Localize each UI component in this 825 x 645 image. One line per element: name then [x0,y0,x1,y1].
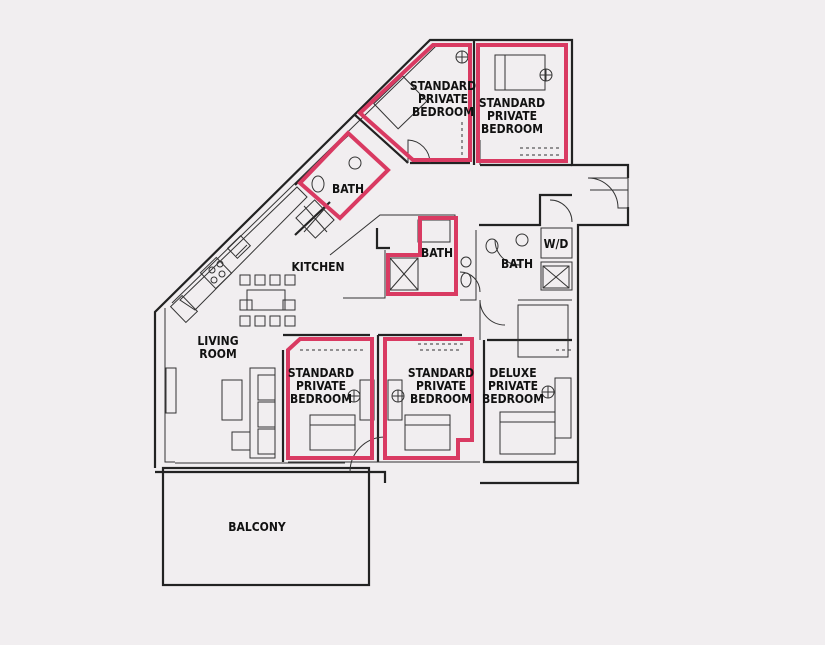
bedroom-top-left-label-2: PRIVATE [418,92,468,106]
toilet-icon [485,238,499,254]
bed-icon [499,411,556,455]
coffee-table [221,379,243,421]
bedroom-bottom-center-label-2: PRIVATE [416,379,466,393]
bath-right-label: BATH [501,257,533,271]
kitchen-label: KITCHEN [291,260,344,274]
highlight-outlines [286,43,568,460]
highlight-bath-upper [297,130,391,221]
door-swing-icon [587,177,629,209]
desk-chair-icon [347,389,361,403]
outer-walls [153,38,630,485]
sink-icon [226,235,252,259]
bed-icon [309,414,356,451]
highlight-bath-center [386,216,458,296]
doors [349,139,629,473]
bed-icon [404,414,451,451]
bedroom-bottom-left-label-2: PRIVATE [296,379,346,393]
stove-icon [199,256,233,290]
living-room-label-2: ROOM [199,347,236,361]
bath-center-label: BATH [421,246,453,260]
kitchen-counter [169,186,308,324]
bedroom-deluxe-label-3: BEDROOM [482,392,544,406]
toilet-icon [460,272,472,288]
bedroom-bottom-center-label-1: STANDARD [408,366,474,380]
closet [417,219,451,243]
dining-table-icon [239,274,296,327]
highlight-bedroom-bottom-left [286,337,374,460]
sink-icon [348,156,362,170]
bedroom-deluxe-label-1: DELUXE [489,366,536,380]
sofa-icon [249,367,276,459]
door-swing-icon [549,199,573,223]
desk-chair-icon [455,50,469,64]
bedroom-bottom-center-label-3: BEDROOM [410,392,472,406]
bedroom-bottom-left-label-3: BEDROOM [290,392,352,406]
highlight-bedroom-bottom-center [383,337,474,460]
shower-icon [542,265,570,289]
desk [554,377,572,439]
desk [387,379,403,421]
desk-chair-icon [539,68,553,82]
balcony: BALCONY [161,462,371,587]
highlight-bedroom-top-right [476,43,568,163]
bedroom-top-left-label-1: STANDARD [410,79,476,93]
wd-label: W/D [544,237,569,251]
bedroom-top-right-label-1: STANDARD [479,96,545,110]
bed-icon [373,75,428,130]
bed-icon [494,54,546,91]
bedroom-top-right-label-2: PRIVATE [487,109,537,123]
shower-icon [389,257,419,291]
bedroom-bottom-left-label-1: STANDARD [288,366,354,380]
desk-chair-icon [391,389,405,403]
sink-icon [460,256,472,268]
balcony-label: BALCONY [228,520,286,534]
wardrobe [517,304,569,358]
armchair [231,431,251,451]
highlight-bedroom-top-left [357,43,472,162]
door-swing-icon [494,239,521,266]
door-swing-icon [349,436,386,473]
door-swing-icon [479,299,506,326]
bedroom-top-right-label-3: BEDROOM [481,122,543,136]
bedroom-deluxe-label-2: PRIVATE [488,379,538,393]
desk-chair-icon [541,385,555,399]
bedroom-top-left-label-3: BEDROOM [412,105,474,119]
toilet-icon [311,175,325,193]
bath-upper-label: BATH [332,182,364,196]
room-labels: STANDARD PRIVATE BEDROOM STANDARD PRIVAT… [197,79,568,406]
door-swing-icon [459,271,481,293]
sink-icon [515,233,529,247]
shower-icon [295,199,335,239]
tv-console [165,367,177,414]
living-room-label-1: LIVING [197,334,238,348]
